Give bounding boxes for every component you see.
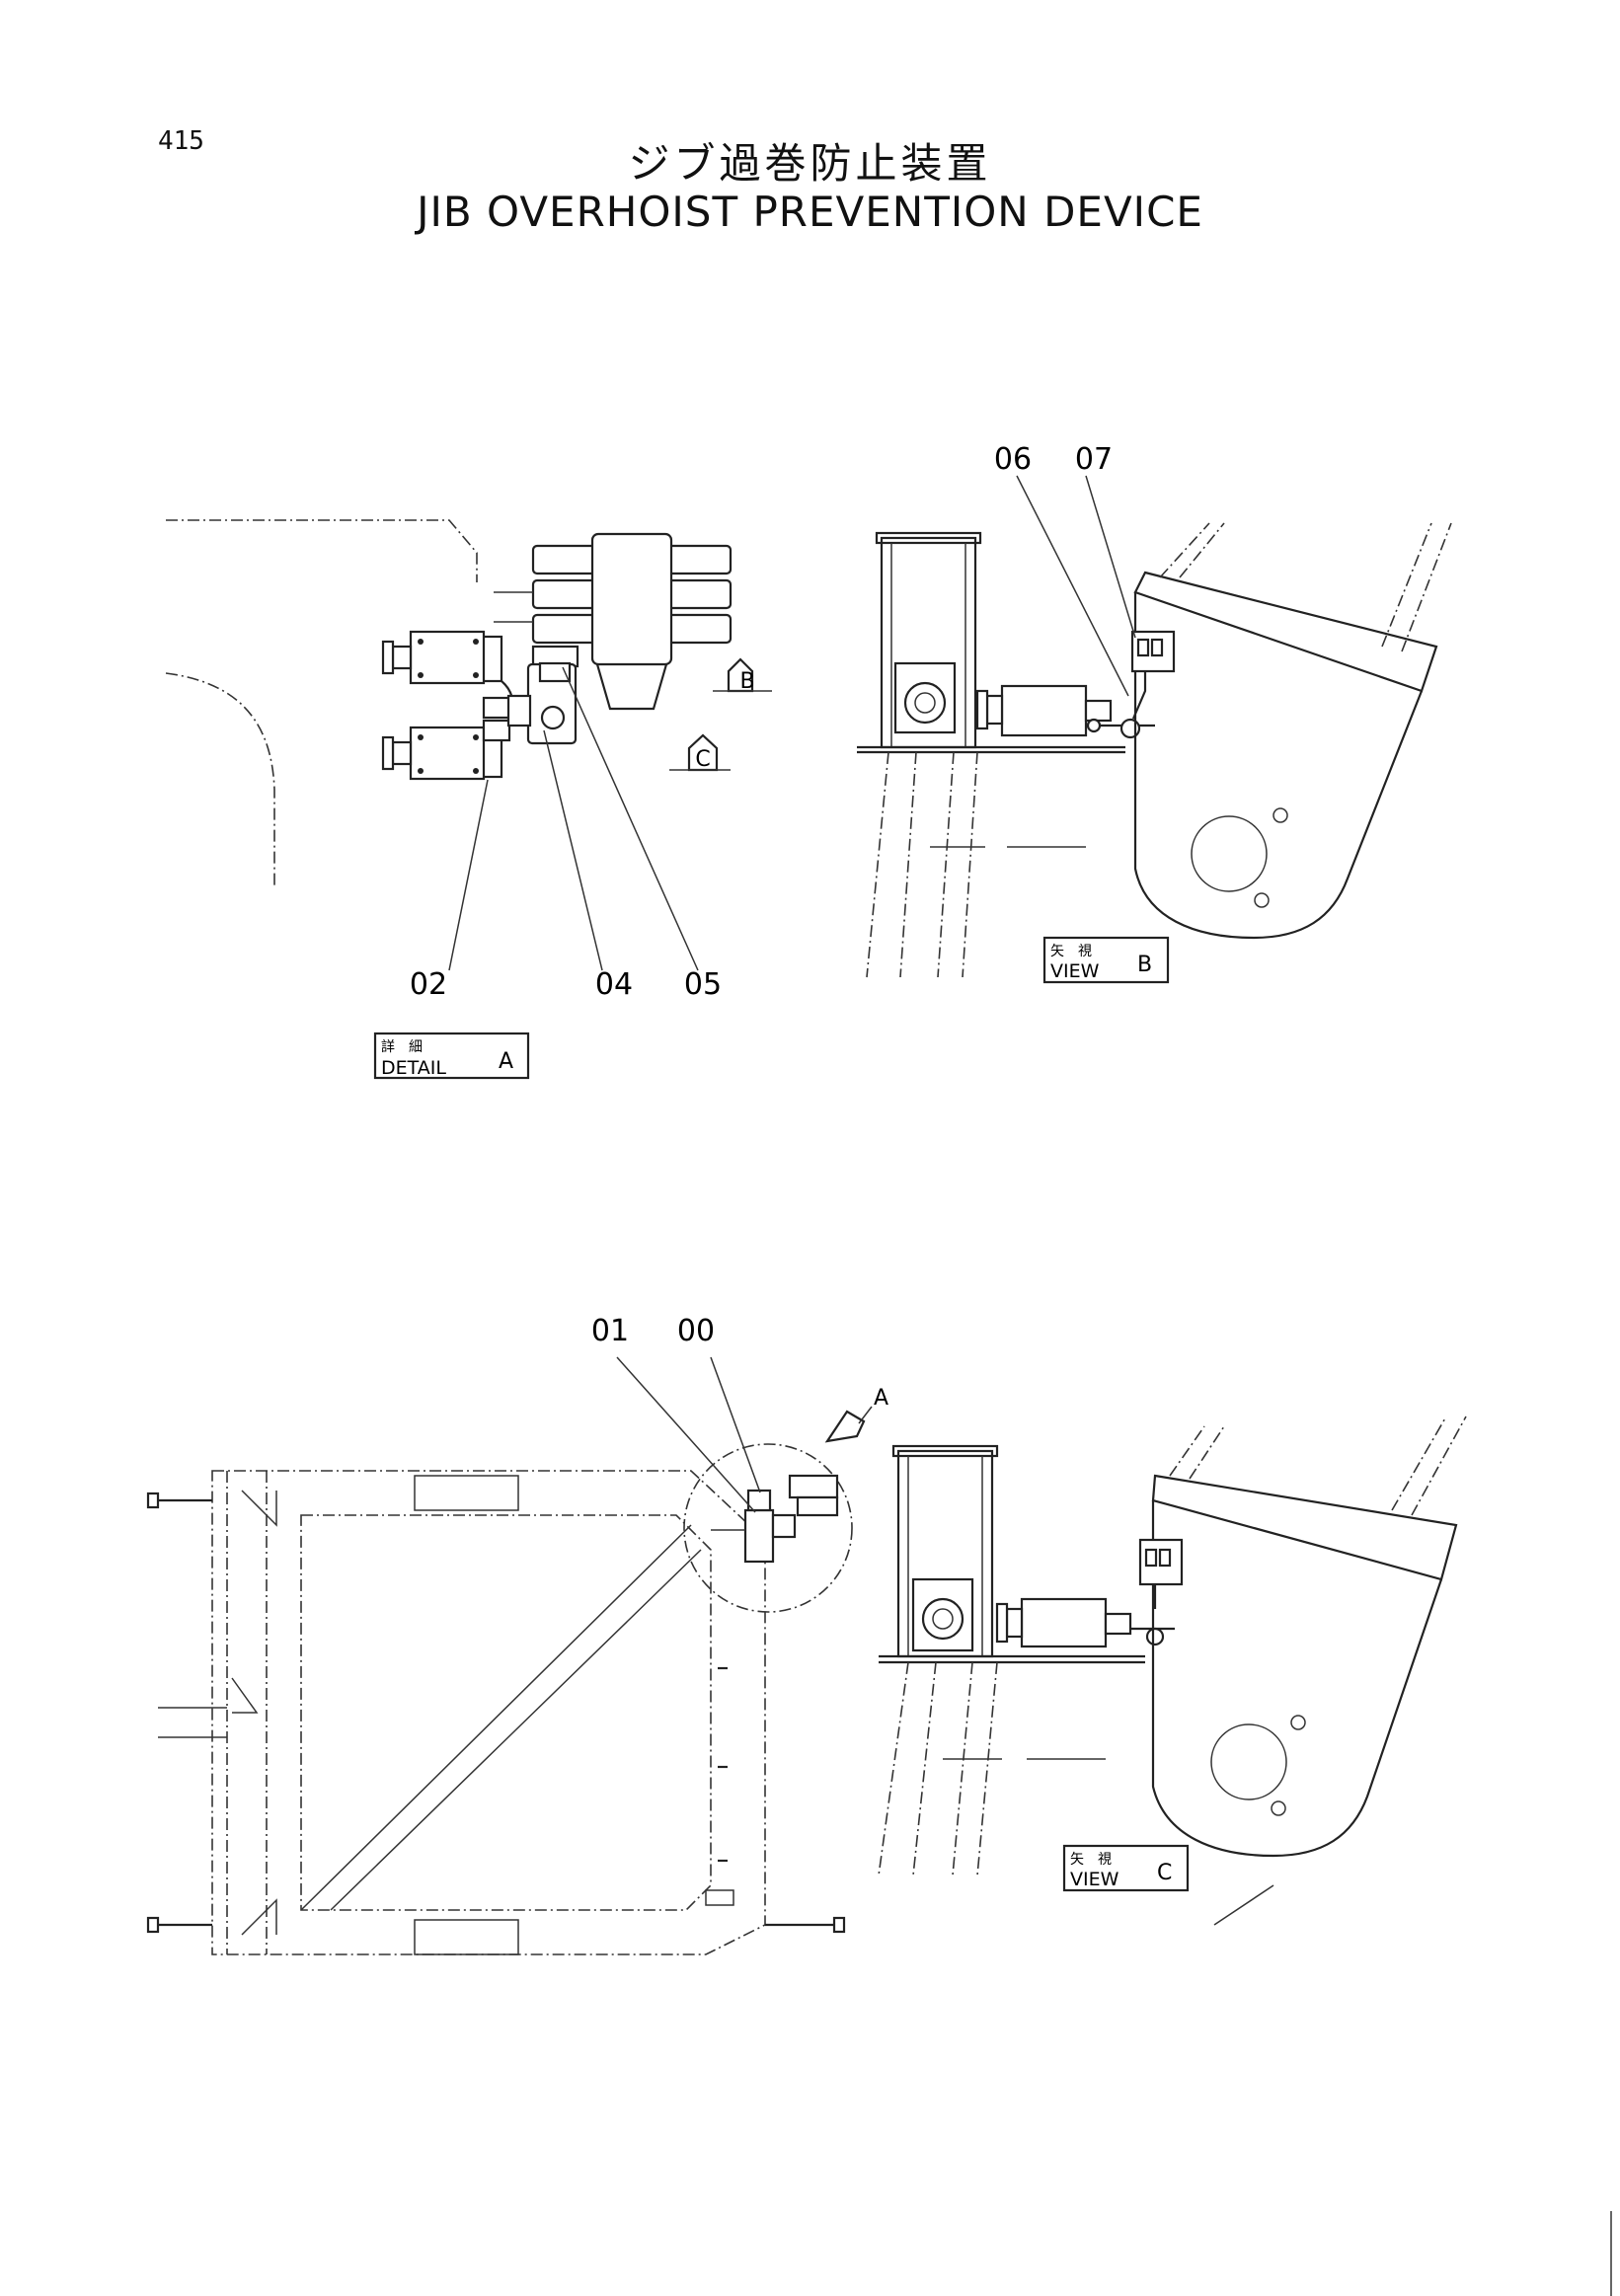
part-number-02: 02	[410, 967, 447, 1002]
detail-a-drawing	[165, 519, 772, 971]
part-number-07: 07	[1075, 442, 1113, 477]
part-number-00: 00	[677, 1314, 715, 1348]
page-number: 415	[158, 126, 204, 156]
detail-a-arrow-letter: A	[874, 1386, 888, 1411]
view-b-label-en: VIEW	[1050, 960, 1100, 982]
view-b-label-jp: 矢 視	[1050, 944, 1092, 959]
detail-a-label-en: DETAIL	[381, 1057, 446, 1079]
view-c-label-en: VIEW	[1070, 1869, 1119, 1890]
detail-a-label-letter: A	[499, 1049, 513, 1074]
view-c-label-letter: C	[1157, 1861, 1172, 1885]
view-c-label-jp: 矢 視	[1070, 1852, 1112, 1868]
title-english: JIB OVERHOIST PREVENTION DEVICE	[417, 188, 1203, 236]
detail-a-label-jp: 詳 細	[381, 1039, 423, 1055]
view-marker-c: C	[695, 747, 710, 772]
part-number-05: 05	[684, 967, 722, 1002]
view-b-label	[1042, 936, 1170, 984]
main-frame-drawing	[146, 1356, 873, 1955]
detail-a-label	[373, 1032, 530, 1080]
view-marker-b: B	[739, 669, 754, 694]
title-japanese: ジブ過巻防止装置	[628, 139, 992, 188]
view-b-drawing	[857, 475, 1452, 978]
part-number-04: 04	[595, 967, 633, 1002]
view-c-label	[1062, 1844, 1190, 1892]
part-number-06: 06	[994, 442, 1032, 477]
view-b-label-letter: B	[1137, 953, 1152, 977]
view-c-drawing	[878, 1416, 1467, 1926]
part-number-01: 01	[591, 1314, 629, 1348]
